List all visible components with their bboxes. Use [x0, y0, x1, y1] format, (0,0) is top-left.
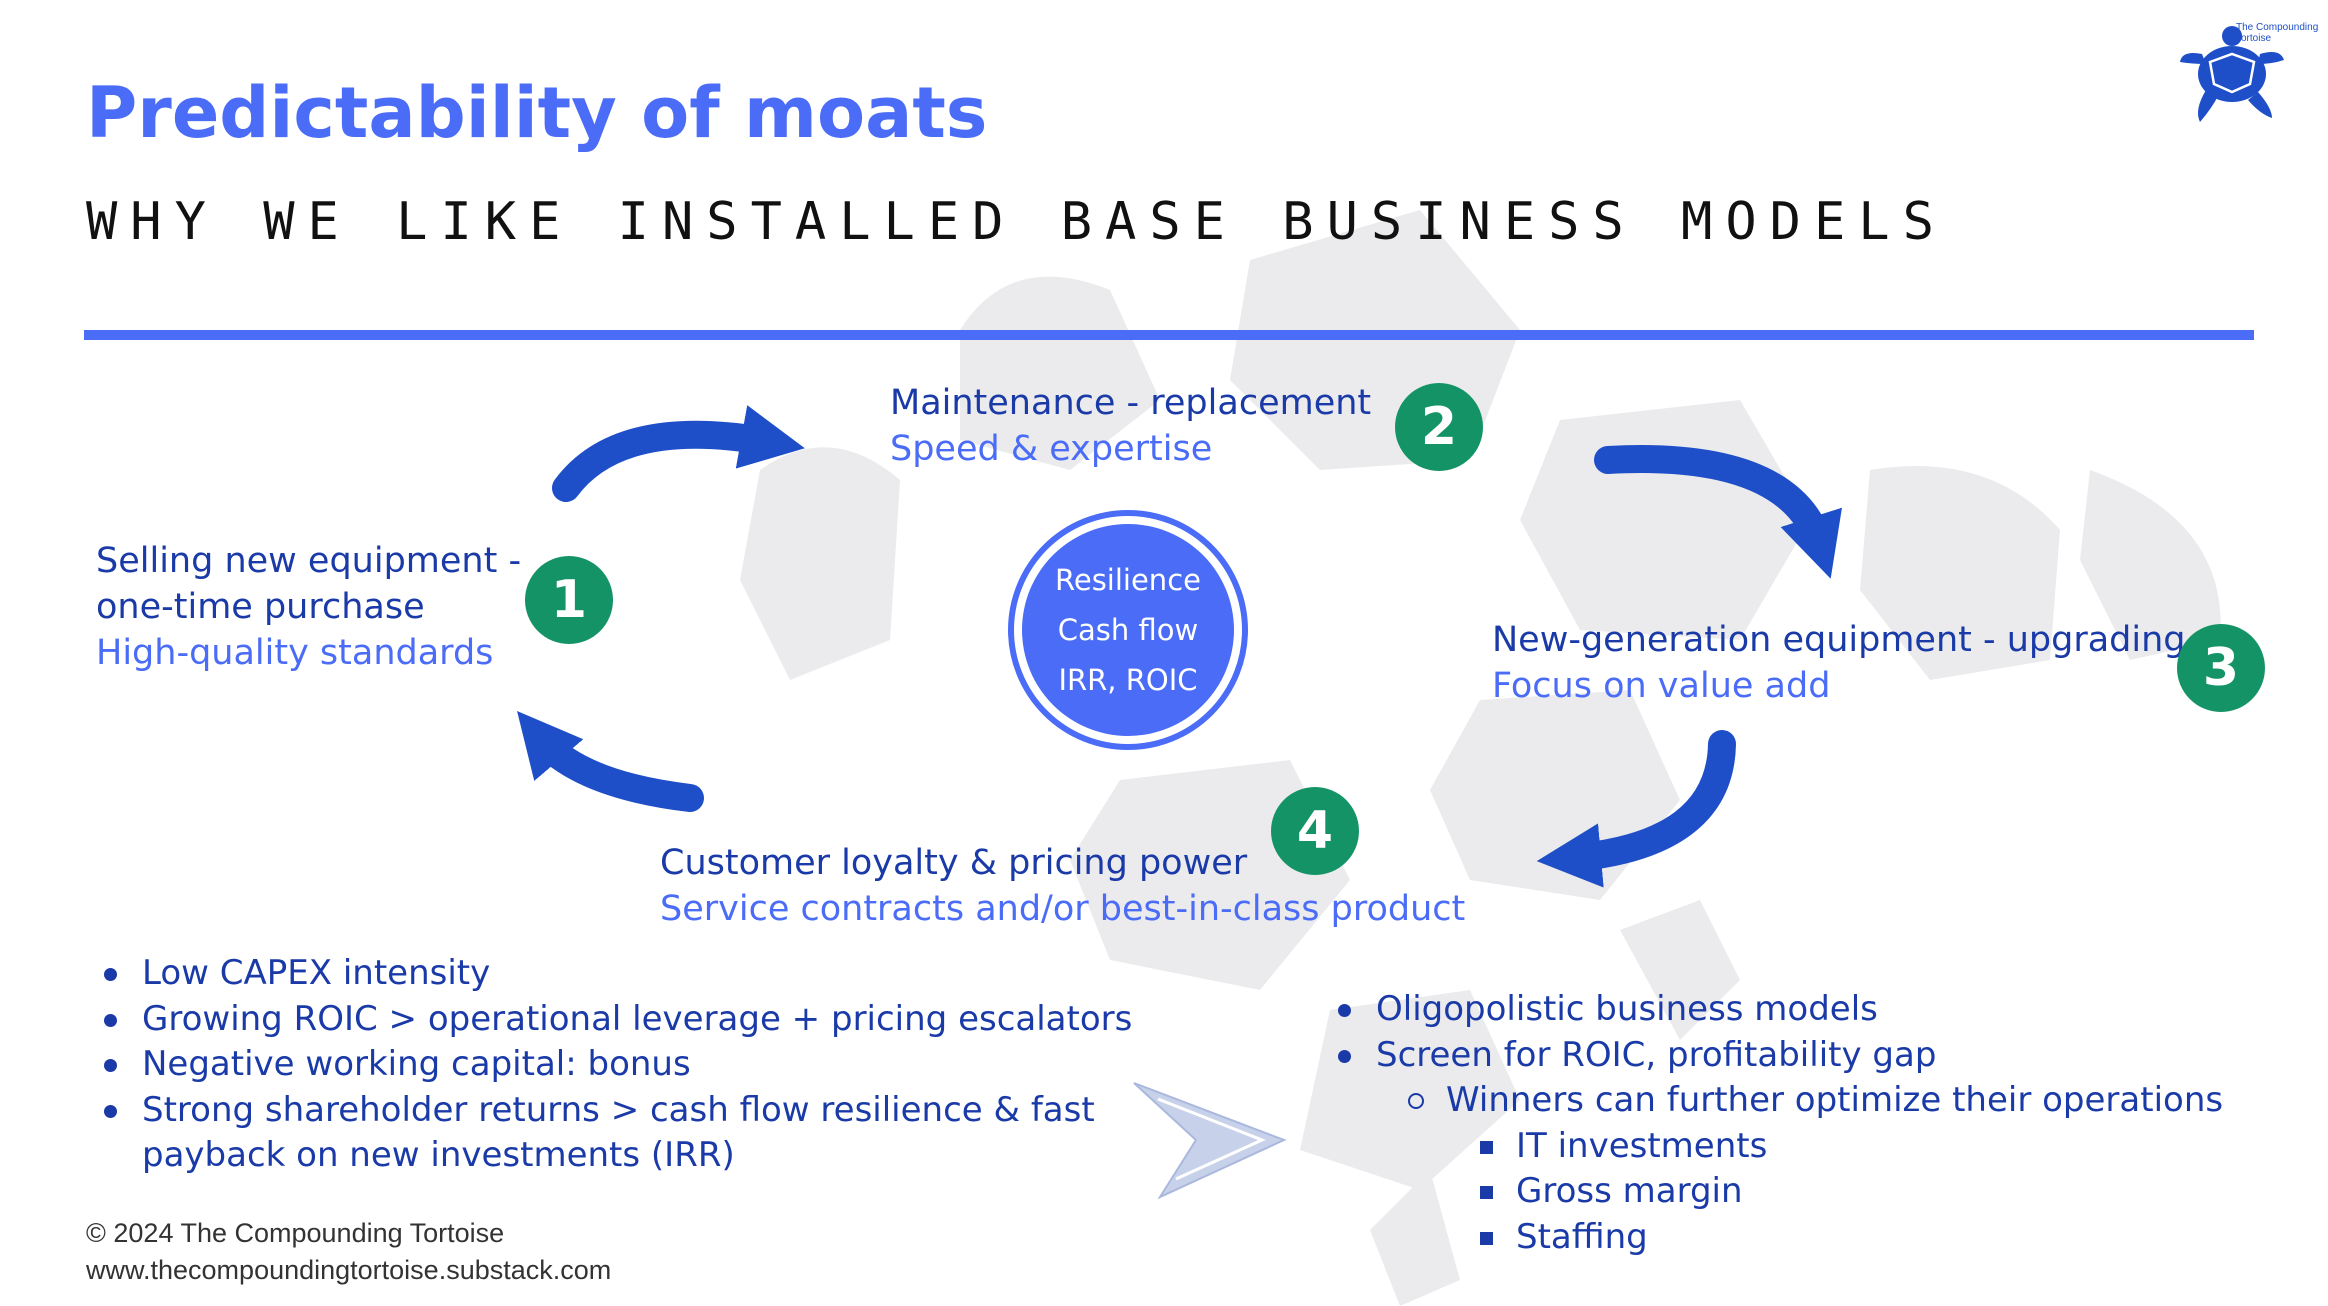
center-label-irr-roic: IRR, ROIC	[1058, 663, 1198, 697]
right-bullet-list: Oligopolistic business models Screen for…	[1337, 987, 2223, 1261]
step-1-title-line1: Selling new equipment -	[96, 541, 522, 581]
step-2-title: Maintenance - replacement	[890, 383, 1372, 423]
step-4-badge: 4	[1271, 787, 1359, 875]
list-item: Low CAPEX intensity	[103, 951, 1132, 997]
center-label-cash-flow: Cash flow	[1057, 613, 1199, 647]
list-item: Oligopolistic business models	[1337, 987, 2223, 1033]
arrow-2-to-3	[1594, 445, 1842, 579]
center-label-resilience: Resilience	[1055, 563, 1201, 597]
list-item: Screen for ROIC, profitability gap	[1337, 1033, 2223, 1079]
arrow-1-to-2	[552, 405, 805, 502]
arrow-3-to-4	[1536, 730, 1736, 888]
center-circle: Resilience Cash flow IRR, ROIC	[1008, 510, 1248, 750]
center-core: Resilience Cash flow IRR, ROIC	[1022, 524, 1234, 736]
sub-sub-list-item: Gross margin	[1479, 1169, 2223, 1215]
left-bullet-list: Low CAPEX intensity Growing ROIC > opera…	[103, 951, 1132, 1179]
step-4-title: Customer loyalty & pricing power	[660, 843, 1248, 883]
list-item: Strong shareholder returns > cash flow r…	[103, 1088, 1132, 1134]
step-2-highlight: Speed & expertise	[890, 429, 1213, 469]
arrow-4-to-1	[517, 711, 704, 812]
step-4-highlight: Service contracts and/or best-in-class p…	[660, 889, 1466, 929]
step-2-badge: 2	[1395, 383, 1483, 471]
step-3-text: New-generation equipment - upgrading Foc…	[1492, 617, 2186, 709]
step-1-highlight: High-quality standards	[96, 633, 494, 673]
list-item: Growing ROIC > operational leverage + pr…	[103, 997, 1132, 1043]
tortoise-logo-icon	[2180, 26, 2284, 122]
logo-text: The Compounding Tortoise	[2236, 22, 2319, 44]
step-1-text: Selling new equipment - one-time purchas…	[96, 538, 521, 676]
list-item: Negative working capital: bonus	[103, 1042, 1132, 1088]
list-item-continuation: payback on new investments (IRR)	[142, 1135, 735, 1175]
page-subtitle: WHY WE LIKE INSTALLED BASE BUSINESS MODE…	[86, 192, 1947, 252]
footer-copyright: © 2024 The Compounding Tortoise	[86, 1218, 505, 1248]
step-1-badge: 1	[525, 556, 613, 644]
step-1-title-line2: one-time purchase	[96, 587, 425, 627]
step-3-highlight: Focus on value add	[1492, 666, 1831, 706]
sub-list-item: Winners can further optimize their opera…	[1407, 1078, 2223, 1124]
chevron-arrow-icon	[1133, 1082, 1287, 1200]
step-4-text: Customer loyalty & pricing power Service…	[660, 840, 1465, 932]
page-title: Predictability of moats	[86, 72, 988, 154]
logo: The Compounding Tortoise	[2180, 18, 2320, 128]
step-3-title: New-generation equipment - upgrading	[1492, 620, 2186, 660]
sub-sub-list-item: Staffing	[1479, 1215, 2223, 1261]
header-divider	[84, 330, 2254, 340]
step-2-text: Maintenance - replacement Speed & expert…	[890, 380, 1371, 472]
sub-sub-list-item: IT investments	[1479, 1124, 2223, 1170]
footer-url[interactable]: www.thecompoundingtortoise.substack.com	[86, 1255, 612, 1285]
step-3-badge: 3	[2177, 624, 2265, 712]
